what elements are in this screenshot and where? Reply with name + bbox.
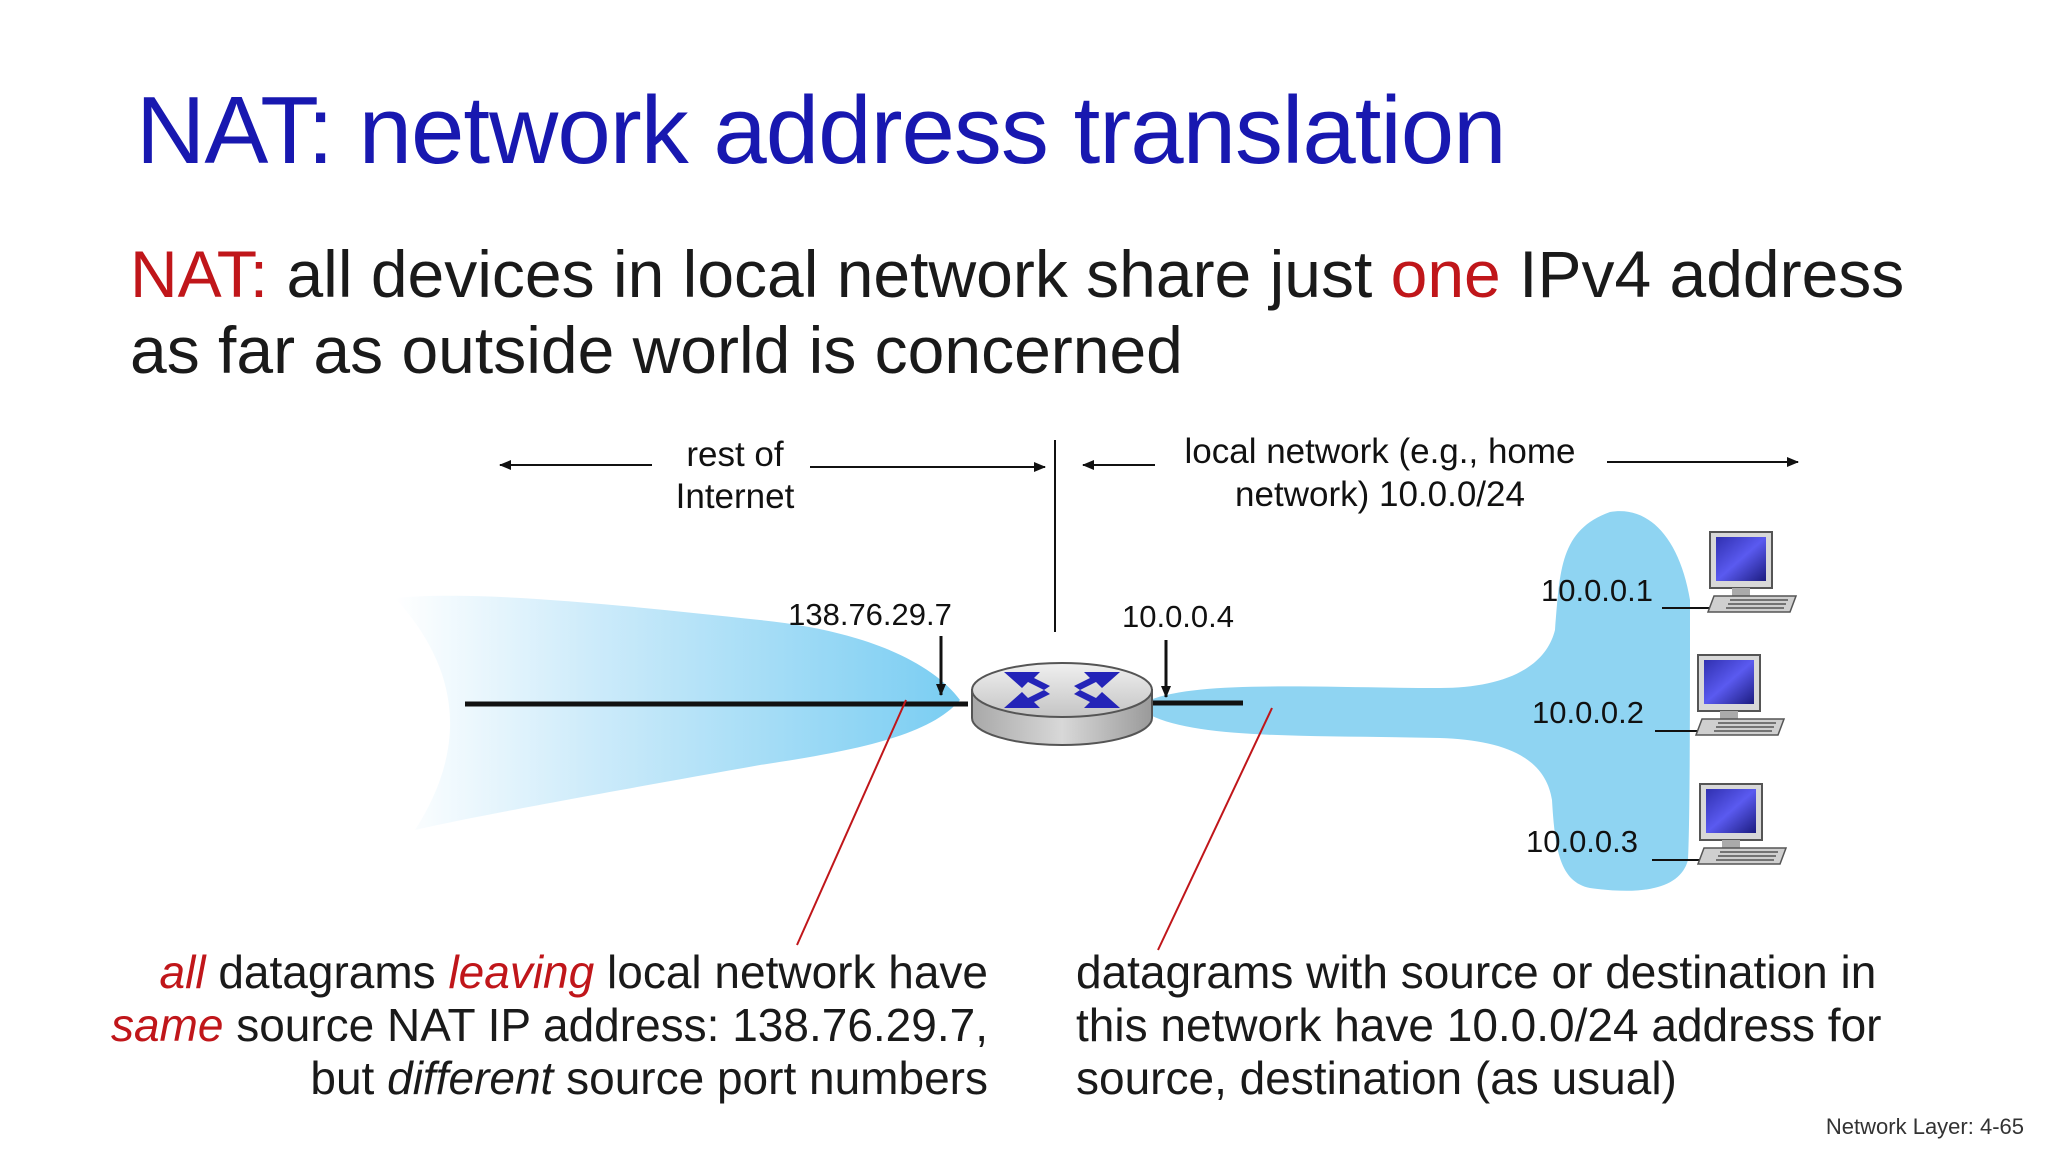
- slide-footer: Network Layer: 4-65: [1825, 1114, 2024, 1139]
- right-annotation-line: [1157, 707, 1273, 951]
- caption-right: datagrams with source or destination in …: [1076, 946, 1976, 1105]
- subtitle-part1: all devices in local network share just: [268, 237, 1391, 311]
- subtitle-part2: IPv4 address as far as outside world is …: [130, 237, 1905, 387]
- subtitle-lead: NAT:: [130, 237, 269, 311]
- subtitle-one: one: [1390, 237, 1501, 311]
- computer-icon: [1694, 654, 1786, 736]
- page-title: NAT: network address translation: [136, 77, 1507, 184]
- local-label-line2: network) 10.0.0/24: [1235, 475, 1525, 514]
- subtitle: NAT: all devices in local network share …: [130, 236, 1930, 388]
- nat-router: [971, 662, 1153, 746]
- caption-left-text3: source NAT IP address: 138.76.29.7,: [223, 999, 988, 1051]
- caption-left-all: all: [159, 946, 206, 998]
- host-3-ip: 10.0.0.3: [1526, 824, 1638, 859]
- caption-left-line1: all datagrams leaving local network have: [28, 946, 988, 999]
- left-annotation-line: [796, 699, 907, 946]
- router-arrows-icon: [1004, 672, 1120, 708]
- host-1-ip: 10.0.0.1: [1541, 573, 1653, 608]
- caption-left-same: same: [110, 999, 224, 1051]
- caption-left-different: different: [387, 1052, 554, 1104]
- caption-left-line2: same source NAT IP address: 138.76.29.7,: [28, 999, 988, 1052]
- caption-left-text4: but: [310, 1052, 388, 1104]
- caption-left-text1: datagrams: [205, 946, 449, 998]
- local-label-line1: local network (e.g., home: [1184, 432, 1575, 471]
- caption-right-line1: datagrams with source or destination in: [1076, 946, 1877, 998]
- caption-right-line3: source, destination (as usual): [1076, 1052, 1677, 1104]
- caption-left: all datagrams leaving local network have…: [28, 946, 988, 1105]
- host-2-ip: 10.0.0.2: [1532, 695, 1644, 730]
- caption-left-line3: but different source port numbers: [28, 1052, 988, 1105]
- computer-icon: [1706, 531, 1798, 613]
- public-ip-label: 138.76.29.7: [788, 597, 952, 632]
- router-local-ip-label: 10.0.0.4: [1122, 599, 1234, 634]
- internet-cloud: [395, 595, 960, 830]
- caption-left-text5: source port numbers: [553, 1052, 988, 1104]
- local-network-cloud: [1150, 511, 1690, 891]
- rest-label-line2: Internet: [676, 477, 795, 516]
- caption-left-text2: local network have: [594, 946, 988, 998]
- rest-label-line1: rest of: [686, 435, 784, 474]
- caption-right-line2: this network have 10.0.0/24 address for: [1076, 999, 1882, 1051]
- computer-icon: [1696, 783, 1788, 865]
- caption-left-leaving: leaving: [448, 946, 595, 998]
